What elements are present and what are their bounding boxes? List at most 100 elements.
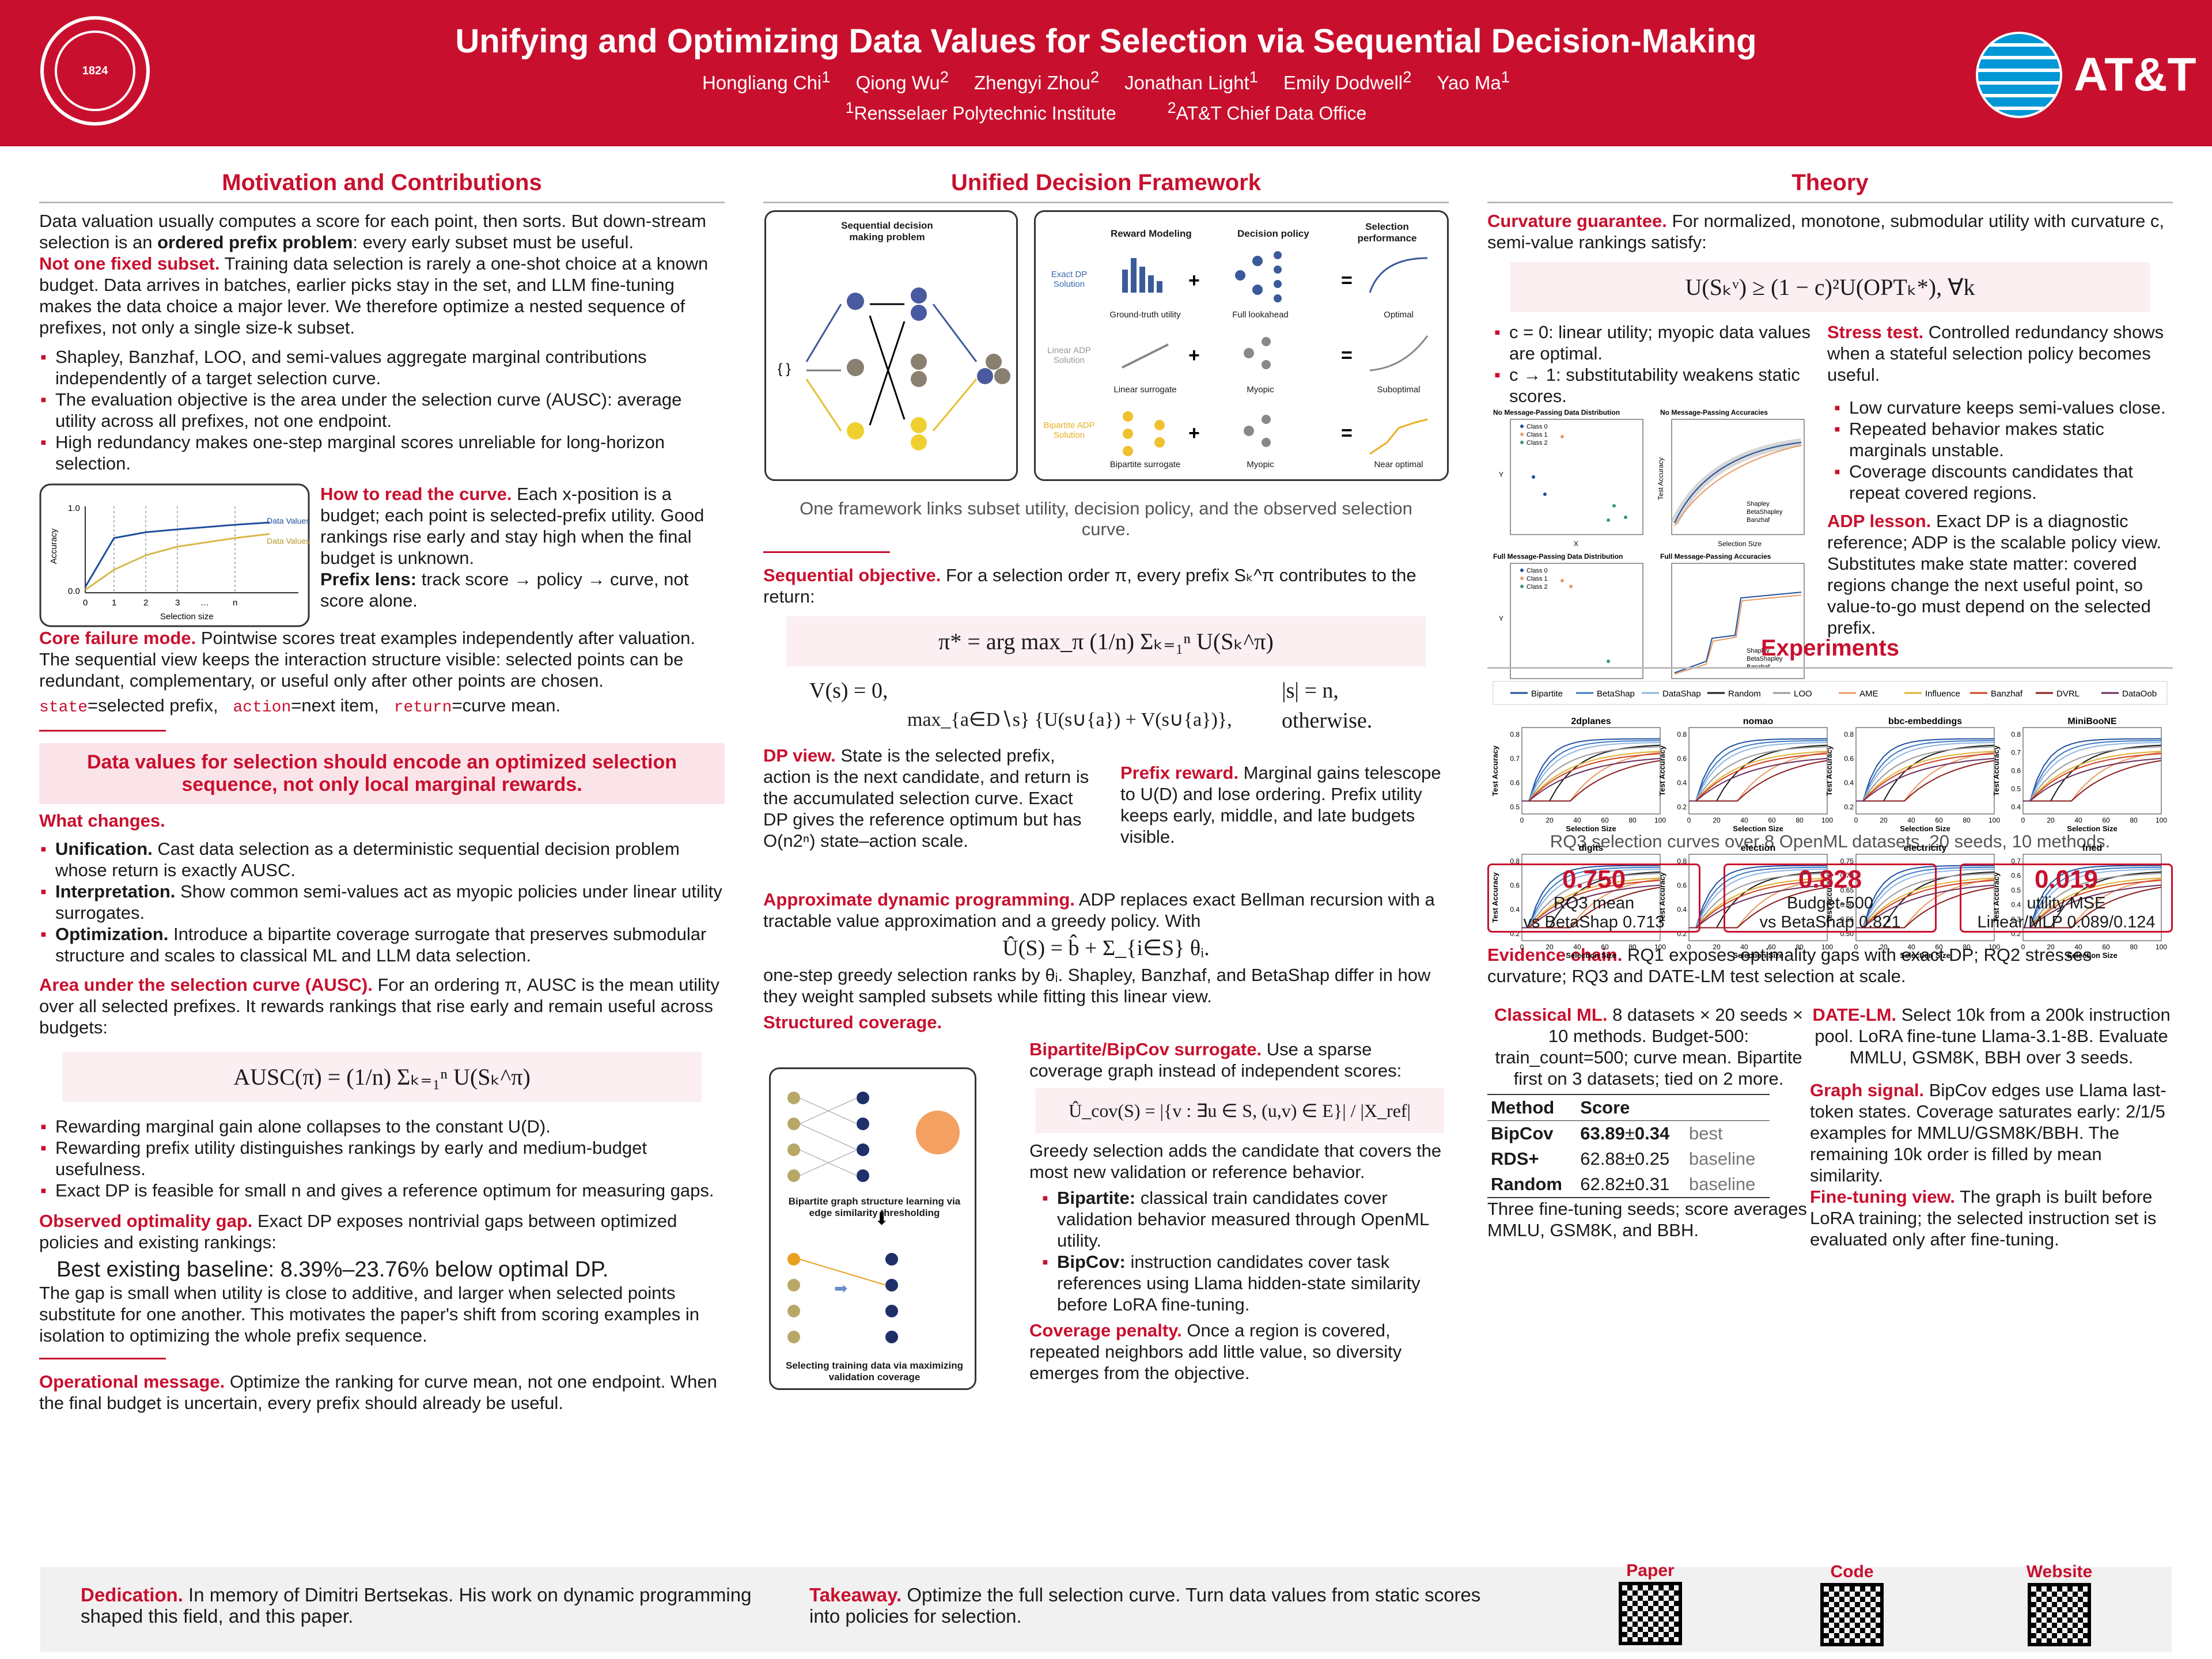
y-axis-label: Test Accuracy — [1658, 872, 1666, 923]
panel-title: fried — [2082, 843, 2103, 853]
sequential-objective-para: Sequential objective. For a selection or… — [763, 565, 1416, 607]
adp-followup: one-step greedy selection ranks by θᵢ. S… — [763, 965, 1431, 1006]
panel-frame — [2022, 727, 2162, 815]
poster-footer: Dedication. In memory of Dimitri Bertsek… — [40, 1561, 2172, 1652]
bullets-marginal: Shapley, Banzhaf, LOO, and semi-values a… — [39, 346, 725, 474]
x-axis-label: Selection Size — [2067, 951, 2117, 960]
legend-label: Bipartite — [1531, 689, 1563, 699]
structured-coverage-heading: Structured coverage. — [763, 1012, 942, 1032]
series-line — [1522, 740, 1661, 802]
svg-text:Y: Y — [1499, 471, 1503, 479]
x-tick: 40 — [1740, 943, 1748, 951]
svg-text:Class 0: Class 0 — [1527, 423, 1548, 430]
author-name: Zhengyi Zhou2 — [974, 68, 1100, 93]
list-item: Repeated behavior makes static marginals… — [1833, 418, 2173, 461]
series-line — [1856, 753, 1995, 802]
x-axis-label: Selection Size — [1566, 951, 1616, 960]
series-line — [1522, 760, 1661, 802]
y-tick: 0.70 — [1840, 872, 1854, 880]
legend-label: AME — [1859, 689, 1878, 699]
series-line — [1856, 887, 1995, 929]
qr-paper[interactable]: Paper — [1607, 1561, 1694, 1646]
panel-frame — [2022, 854, 2162, 941]
y-tick: 0.7 — [1510, 755, 1520, 763]
y-axis-label: Test Accuracy — [1491, 872, 1499, 923]
curve-mini-chart: Data Values I Data Values II 1.0 0.0 0 1… — [39, 483, 310, 627]
series-line — [1689, 757, 1828, 802]
rpi-seal-logo: 1824 — [40, 16, 150, 126]
policy-equation: π* = arg max_π (1/n) Σₖ₌₁ⁿ U(Sₖ^π) — [786, 616, 1426, 666]
middle-column: Unified Decision Framework Sequential de… — [763, 170, 1449, 1541]
y-tick: 0.6 — [2011, 767, 2021, 775]
series-line — [1522, 746, 1661, 802]
series-line — [1856, 751, 1995, 802]
dp-view-para: DP view. State is the selected prefix, a… — [763, 745, 1089, 851]
list-item: Bipartite: classical train candidates co… — [1041, 1187, 1450, 1251]
series-line — [2023, 751, 2162, 802]
x-tick: 0 — [2021, 816, 2025, 824]
series-line — [2023, 880, 2162, 929]
qr-code[interactable]: Code — [1809, 1562, 1895, 1647]
x-tick: 0 — [1520, 816, 1524, 824]
x-tick: 60 — [1935, 816, 1943, 824]
poster-title: Unifying and Optimizing Data Values for … — [455, 22, 1757, 60]
y-tick: 0.4 — [1510, 906, 1520, 914]
series-line — [1856, 880, 1995, 929]
x-axis-label: Selection Size — [1733, 951, 1783, 960]
gap-explanation: The gap is small when utility is close t… — [39, 1283, 700, 1346]
x-tick: 0 — [1520, 943, 1524, 951]
y-tick: 0.3 — [2011, 915, 2021, 923]
takeaway-para: Takeaway. Optimize the full selection cu… — [809, 1584, 1481, 1627]
y-tick: 0.75 — [1840, 857, 1854, 865]
state-transition-diagram: { } — [778, 287, 1010, 450]
y-axis-label: Test Accuracy — [1992, 745, 2001, 796]
x-tick: 1 — [112, 598, 116, 608]
section-heading-motivation: Motivation and Contributions — [39, 170, 725, 203]
series-line — [2023, 873, 2162, 929]
series-line — [1522, 751, 1661, 802]
series-line — [1856, 869, 1995, 929]
x-tick: 80 — [1796, 943, 1804, 951]
x-tick: 60 — [1768, 816, 1776, 824]
y-tick: 0.6 — [1677, 881, 1687, 889]
series-line — [1522, 738, 1661, 802]
y-tick: 0.7 — [2011, 857, 2021, 865]
y-tick: 0.5 — [1510, 803, 1520, 811]
ausc-para: Area under the selection curve (AUSC). F… — [39, 975, 719, 1037]
series-line — [1689, 740, 1828, 802]
x-tick: 20 — [1546, 816, 1554, 824]
x-tick: 40 — [1573, 943, 1581, 951]
series-line — [1689, 869, 1828, 929]
series-line — [1856, 757, 1995, 802]
panel-title: 2dplanes — [1571, 717, 1611, 726]
y-tick: 0.4 — [1677, 906, 1687, 914]
curvature-para: Curvature guarantee. For normalized, mon… — [1487, 211, 2165, 252]
finetuning-view-para: Fine-tuning view. The graph is built bef… — [1810, 1187, 2157, 1249]
nofixed-para: Not one fixed subset. Training data sele… — [39, 253, 709, 338]
intro-text: Data valuation usually computes a score … — [39, 211, 706, 252]
y-tick: 0.0 — [68, 586, 80, 596]
series-line — [1522, 884, 1661, 929]
x-tick: 20 — [1713, 816, 1721, 824]
svg-text:Test Accuracy: Test Accuracy — [1657, 457, 1665, 500]
y-tick: 0.8 — [1677, 730, 1687, 738]
svg-text:+: + — [1188, 422, 1200, 444]
date-lm-para: DATE-LM. Select 10k from a 200k instruct… — [1812, 1005, 2171, 1067]
panel-frame — [1521, 854, 1661, 941]
x-tick: 100 — [1654, 943, 1666, 951]
svg-text:+: + — [1188, 270, 1200, 291]
legend-label: Banzhaf — [1991, 689, 2023, 699]
sequential-problem-panel: Sequential decision making problem { } — [764, 210, 1018, 481]
qr-website[interactable]: Website — [2010, 1562, 2108, 1647]
x-tick: 0 — [1854, 943, 1858, 951]
x-tick: 40 — [1907, 943, 1915, 951]
greedy-para: Greedy selection adds the candidate that… — [1029, 1141, 1442, 1182]
x-tick: 100 — [1988, 943, 2000, 951]
series-line — [2023, 757, 2162, 802]
author-name: Hongliang Chi1 — [702, 68, 831, 93]
y-tick: 0.4 — [1677, 779, 1687, 787]
x-tick: 3 — [175, 598, 180, 608]
